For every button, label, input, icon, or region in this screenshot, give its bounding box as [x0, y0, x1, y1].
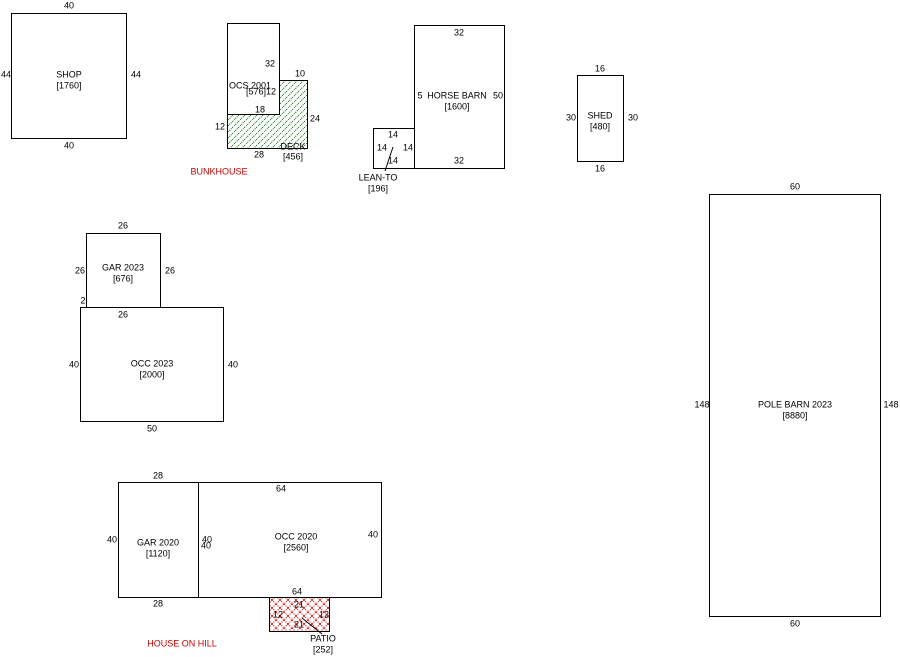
bunkhouse-group-label: BUNKHOUSE	[190, 166, 248, 177]
occ-2023-dimension-label: 40	[227, 359, 239, 370]
pole-barn-2023-name-label: POLE BARN 2023	[757, 399, 833, 410]
horse-barn-dimension-label: 50	[492, 90, 504, 101]
gar-2020-name-label: GAR 2020	[136, 537, 180, 548]
gar-2023-name-label: GAR 2023	[101, 262, 145, 273]
ocs-2001-dimension-label: 12	[265, 86, 277, 97]
pole-barn-2023-dimension-label: 148	[694, 399, 710, 410]
shop-area-label: [1760]	[56, 80, 82, 91]
gar-2020-area-label: [1120]	[145, 548, 171, 559]
occ-2023-name-label: OCC 2023	[130, 358, 174, 369]
lean-to-name-label: LEAN-TO	[358, 172, 398, 183]
gar-2023-dimension-label: 26	[117, 220, 129, 231]
horse-barn-outline	[414, 25, 505, 169]
shop-outline	[11, 13, 127, 139]
occ-2020-dimension-label: 64	[291, 586, 303, 597]
lean-to-dimension-label: 14	[402, 142, 414, 153]
horse-barn-dimension-label: 32	[453, 27, 465, 38]
gar-2023-area-label: [676]	[112, 273, 134, 284]
shop-name-label: SHOP	[56, 69, 82, 80]
patio-outline	[269, 597, 330, 632]
shop-dimension-label: 40	[63, 0, 75, 11]
shed-dimension-label: 16	[594, 163, 606, 174]
occ-2023-outline	[80, 307, 224, 422]
deck-dimension-label: 10	[294, 68, 306, 79]
horse-barn-area-label: [1600]	[444, 101, 470, 112]
patio-leader-line	[301, 617, 323, 635]
gar-2020-dimension-label: 40	[200, 540, 212, 551]
shed-dimension-label: 16	[594, 63, 606, 74]
shed-outline	[577, 75, 624, 162]
patio-dimension-label: 21	[293, 619, 305, 630]
gar-2023-dimension-label: 26	[74, 265, 86, 276]
ocs-2001-dimension-label: 32	[264, 58, 276, 69]
patio-dimension-label: 21	[293, 599, 305, 610]
pole-barn-2023-dimension-label: 60	[789, 618, 801, 629]
lean-to-dimension-label: 14	[376, 142, 388, 153]
occ-2020-dimension-label: 64	[275, 483, 287, 494]
horse-barn-name-label: HORSE BARN	[427, 90, 487, 101]
occ-2023-area-label: [2000]	[139, 369, 165, 380]
patio-dimension-label: 12	[318, 609, 330, 620]
occ-2023-dimension-label: 26	[117, 309, 129, 320]
gar-2023-dimension-label: 2	[80, 295, 86, 306]
gar-2023-dimension-label: 26	[164, 265, 176, 276]
deck-outline	[227, 80, 308, 149]
pole-barn-outline	[709, 194, 881, 617]
ocs-2001-name-label: OCS 2001	[228, 80, 272, 91]
shed-dimension-label: 30	[627, 112, 639, 123]
deck-area-label: [456]	[282, 151, 304, 162]
lean-to-leader-line	[384, 146, 394, 172]
horse-barn-dimension-label: 5	[417, 90, 423, 101]
pole-barn-2023-dimension-label: 60	[789, 181, 801, 192]
deck-name-label: DECK	[280, 141, 306, 152]
gar-2020-dimension-label: 28	[152, 470, 164, 481]
shed-name-label: SHED	[587, 110, 613, 121]
horse-barn-dimension-label: 32	[453, 155, 465, 166]
gar-2020-dimension-label: 40	[106, 534, 118, 545]
deck-dimension-label: 12	[214, 121, 226, 132]
lean-to-area-label: [196]	[367, 183, 389, 194]
patio-name-label: PATIO	[310, 633, 336, 644]
shop-dimension-label: 44	[130, 69, 142, 80]
pole-barn-2023-area-label: [8880]	[782, 410, 808, 421]
gar-2020-dimension-label: 28	[152, 598, 164, 609]
shed-area-label: [480]	[589, 121, 611, 132]
shop-dimension-label: 44	[0, 69, 12, 80]
deck-dimension-label: 28	[253, 149, 265, 160]
patio-dimension-label: 12	[272, 609, 284, 620]
occ-2023-dimension-label: 50	[146, 423, 158, 434]
patio-area-label: [252]	[312, 644, 334, 655]
gar-2020-dimension-label: 40	[201, 534, 213, 545]
occ-2020-dimension-label: 40	[367, 529, 379, 540]
occ-2020-area-label: [2560]	[283, 542, 309, 553]
shop-dimension-label: 40	[63, 140, 75, 151]
house-on-hill-group-label: HOUSE ON HILL	[147, 638, 217, 649]
pole-barn-2023-dimension-label: 148	[883, 399, 899, 410]
ocs-2001-area-label: [576]	[245, 86, 267, 97]
lean-to-outline	[373, 128, 415, 169]
lean-to-dimension-label: 14	[387, 155, 399, 166]
ocs-2001-dimension-label: 18	[254, 104, 266, 115]
lean-to-dimension-label: 14	[387, 129, 399, 140]
occ-2023-dimension-label: 40	[68, 359, 80, 370]
occ-2020-name-label: OCC 2020	[274, 531, 318, 542]
deck-dimension-label: 24	[309, 113, 321, 124]
shed-dimension-label: 30	[565, 112, 577, 123]
